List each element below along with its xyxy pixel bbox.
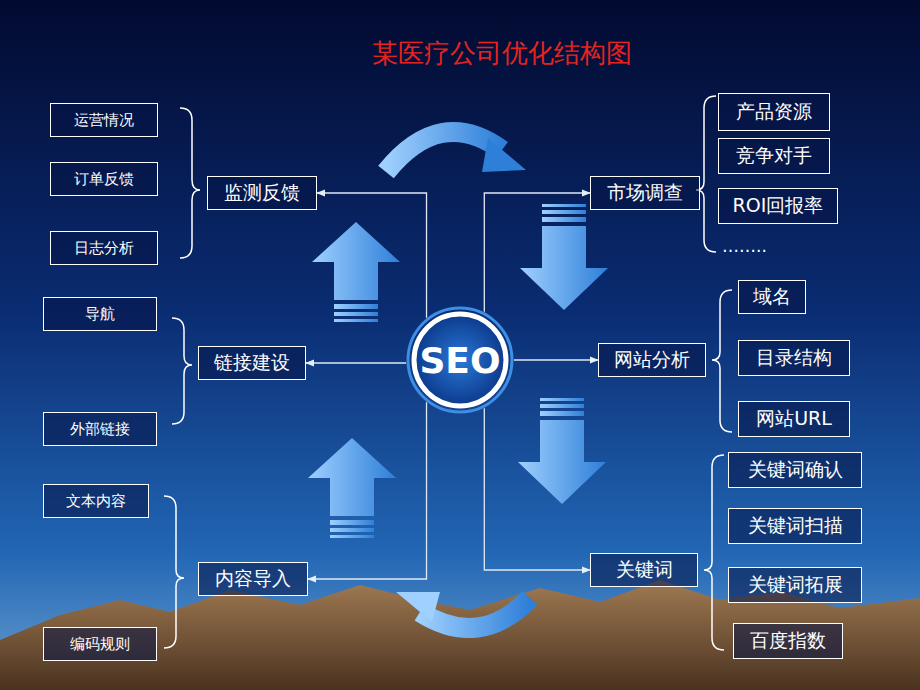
diagram-title: 某医疗公司优化结构图	[372, 36, 632, 71]
brace	[164, 496, 184, 648]
topic-box: 关键词拓展	[728, 567, 862, 603]
node-text: 竞争对手	[736, 143, 812, 169]
topic-box: 导航	[43, 297, 157, 331]
connector	[484, 193, 590, 312]
connector	[306, 362, 406, 363]
topic-box: 网站分析	[598, 343, 706, 377]
topic-box: 关键词扫描	[728, 508, 862, 544]
node-text: 关键词拓展	[748, 572, 843, 598]
ellipsis-note: ……..	[722, 236, 767, 256]
node-text: 关键词扫描	[748, 513, 843, 539]
node-text: 产品资源	[736, 99, 812, 125]
node-text: 目录结构	[756, 345, 832, 371]
cycle-arrow	[386, 132, 526, 172]
topic-box: 监测反馈	[207, 176, 317, 210]
node-text: 域名	[753, 284, 791, 310]
node-text: 导航	[85, 305, 115, 324]
brace	[180, 108, 200, 258]
node-text: ROI回报率	[733, 193, 824, 219]
node-text: 网站分析	[614, 347, 690, 373]
node-text: 链接建设	[214, 350, 290, 376]
up-arrow	[312, 222, 400, 322]
node-text: 文本内容	[66, 492, 126, 511]
topic-box: 产品资源	[718, 93, 830, 131]
topic-box: 关键词	[590, 553, 698, 587]
brace	[712, 290, 732, 432]
node-text: 外部链接	[70, 420, 130, 439]
topic-box: ROI回报率	[718, 188, 838, 224]
topic-box: 百度指数	[733, 623, 843, 659]
hub-circle: SEO	[406, 306, 514, 414]
node-text: 内容导入	[215, 566, 291, 592]
topic-box: 关键词确认	[728, 452, 862, 488]
node-text: 订单反馈	[74, 170, 134, 189]
up-arrow	[308, 438, 396, 538]
topic-box: 网站URL	[738, 401, 850, 437]
node-text: 关键词	[616, 557, 673, 583]
brace	[704, 455, 724, 650]
topic-box: 编码规则	[43, 627, 157, 661]
node-text: 运营情况	[74, 111, 134, 130]
down-arrow	[520, 204, 608, 310]
down-arrow	[518, 398, 606, 504]
topic-box: 订单反馈	[50, 162, 158, 196]
cycle-arrow	[396, 592, 530, 628]
node-text: 日志分析	[74, 239, 134, 258]
node-text: 监测反馈	[224, 180, 300, 206]
node-text: 市场调查	[607, 180, 683, 206]
topic-box: 链接建设	[198, 346, 306, 380]
brace	[172, 318, 192, 424]
topic-box: 域名	[738, 280, 806, 314]
connector	[308, 402, 427, 579]
connector	[514, 359, 598, 360]
brace	[696, 96, 716, 252]
topic-box: 内容导入	[198, 562, 308, 596]
topic-box: 目录结构	[738, 340, 850, 376]
connector	[484, 408, 590, 570]
topic-box: 市场调查	[590, 176, 700, 210]
node-text: 网站URL	[756, 406, 832, 432]
topic-box: 竞争对手	[718, 138, 830, 174]
brackets	[164, 96, 732, 650]
node-text: SEO	[419, 340, 500, 381]
topic-box: 日志分析	[50, 231, 158, 265]
node-text: 编码规则	[70, 635, 130, 654]
node-text: 关键词确认	[748, 457, 843, 483]
topic-box: 文本内容	[43, 484, 149, 518]
topic-box: 运营情况	[50, 103, 158, 137]
node-text: 百度指数	[750, 628, 826, 654]
topic-box: 外部链接	[43, 412, 157, 446]
connector	[317, 193, 427, 318]
